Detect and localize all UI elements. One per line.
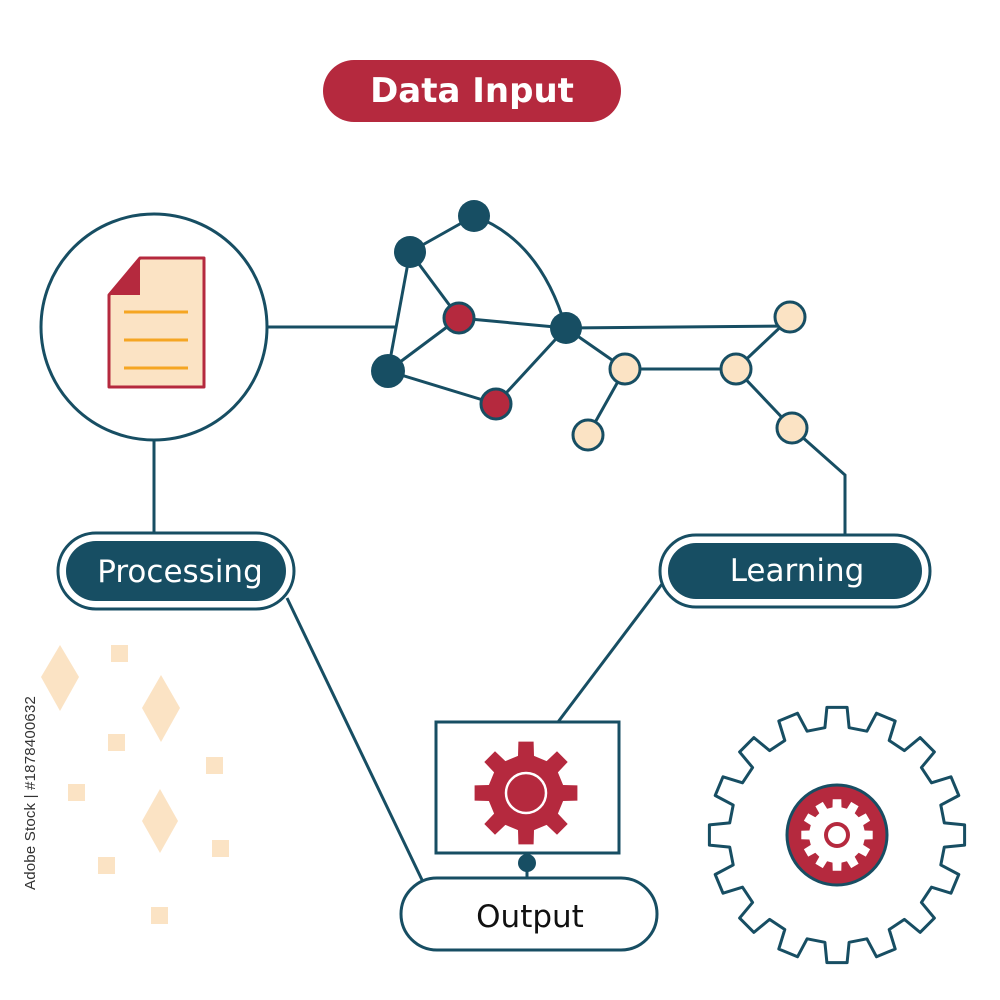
decorative-shapes (41, 645, 229, 924)
stock-id-watermark: Adobe Stock | #1878400632 (22, 695, 39, 890)
output-node: Output (399, 876, 659, 952)
network-node (773, 300, 807, 334)
processing-node: Processing (56, 531, 296, 611)
output-label: Output (476, 899, 584, 935)
learning-label: Learning (730, 553, 865, 589)
network-nodes (371, 200, 809, 452)
network-node (719, 352, 753, 386)
document-node (39, 212, 269, 442)
square-shape (98, 857, 115, 874)
small-gear (474, 741, 578, 845)
square-shape (108, 734, 125, 751)
network-node (571, 418, 605, 452)
square-shape (111, 645, 128, 662)
monitor-gear-icon (434, 720, 621, 872)
network-node (775, 411, 809, 445)
large-gear-icon (707, 705, 967, 965)
connector-processing-to-output (285, 597, 425, 883)
diamond-shape (142, 789, 178, 853)
square-shape (206, 757, 223, 774)
square-shape (68, 784, 85, 801)
connector-network-to-learning (791, 426, 847, 535)
network-node (371, 354, 405, 388)
network-node (394, 236, 426, 268)
network-node (442, 301, 476, 335)
data-input-title: Data Input (323, 60, 621, 122)
network-graph-icon (371, 200, 809, 452)
network-node (550, 312, 582, 344)
diamond-shape (142, 675, 180, 742)
network-node (608, 352, 642, 386)
diamond-shape (41, 645, 79, 711)
data-input-label: Data Input (370, 71, 574, 111)
network-node (479, 387, 513, 421)
square-shape (151, 907, 168, 924)
document-icon (107, 256, 206, 389)
network-node (458, 200, 490, 232)
learning-node: Learning (658, 533, 932, 609)
connector-learning-to-monitor (556, 583, 664, 723)
processing-label: Processing (97, 554, 263, 590)
square-shape (212, 840, 229, 857)
